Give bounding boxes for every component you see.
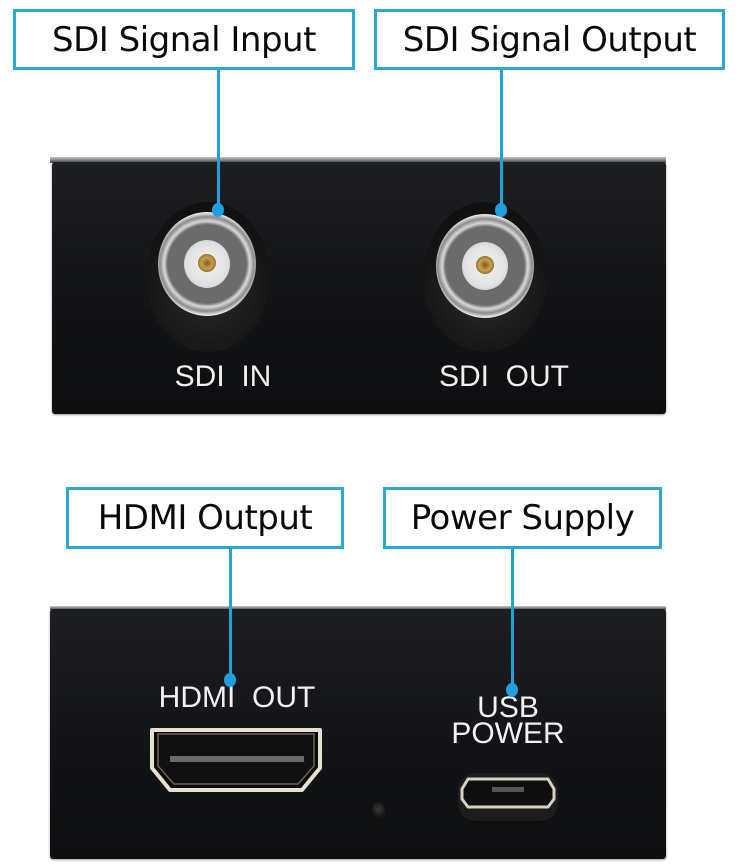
usb-label-line1: USB [477,691,539,724]
usb-label-line2: POWER [451,717,565,750]
callout-label: HDMI Output [97,498,313,538]
sdi-out-label: SDI OUT [438,360,569,393]
leader-dot-hdmi-output [224,673,236,687]
top-device-panel: SDI IN SDI OUT [52,162,666,414]
status-led [372,802,385,820]
callout-sdi-signal-input: SDI Signal Input [13,9,355,70]
bottom-panel-edge [50,606,666,610]
leader-dot-sdi-input [212,203,224,217]
top-panel-edge [50,157,666,163]
leader-line-sdi-input [217,69,220,209]
leader-line-hdmi-output [229,548,232,680]
sdi-in-label: SDI IN [174,360,272,393]
leader-line-sdi-output [500,69,503,209]
callout-hdmi-output: HDMI Output [66,487,344,549]
callout-sdi-signal-output: SDI Signal Output [374,9,725,70]
callout-label: SDI Signal Input [52,19,316,60]
bottom-device-panel: HDMI OUT USB POWER [50,609,666,859]
callout-label: SDI Signal Output [402,19,697,60]
callout-label: Power Supply [410,498,635,538]
sdi-out-center-pin [476,256,494,274]
leader-dot-power-supply [506,683,518,697]
leader-line-power-supply [511,548,514,690]
micro-usb-port[interactable] [456,769,560,825]
leader-dot-sdi-output [495,203,507,217]
sdi-in-center-pin [198,254,216,272]
callout-power-supply: Power Supply [383,487,662,549]
hdmi-out-label: HDMI OUT [158,681,316,714]
hdmi-port[interactable] [146,724,326,806]
